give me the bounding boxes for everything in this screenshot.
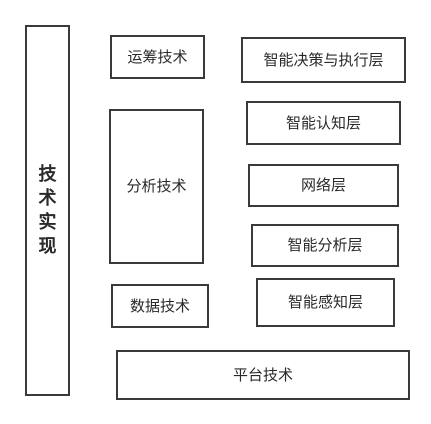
- intelligent-perception-layer-box: 智能感知层: [256, 278, 395, 327]
- intelligent-analysis-layer-box: 智能分析层: [251, 224, 399, 267]
- analysis-technology-box: 分析技术: [109, 109, 204, 264]
- side-char: 现: [38, 235, 57, 257]
- side-char: 实: [38, 211, 57, 233]
- operations-research-technology-box: 运筹技术: [110, 35, 205, 79]
- technology-implementation-label: 技 术 实 现: [25, 25, 70, 396]
- intelligent-cognition-layer-box: 智能认知层: [246, 101, 401, 145]
- intelligent-decision-execution-layer-box: 智能决策与执行层: [241, 37, 406, 83]
- side-char: 术: [38, 187, 57, 209]
- side-char: 技: [38, 163, 57, 185]
- network-layer-box: 网络层: [248, 164, 399, 207]
- data-technology-box: 数据技术: [111, 284, 209, 328]
- platform-technology-box: 平台技术: [116, 350, 410, 400]
